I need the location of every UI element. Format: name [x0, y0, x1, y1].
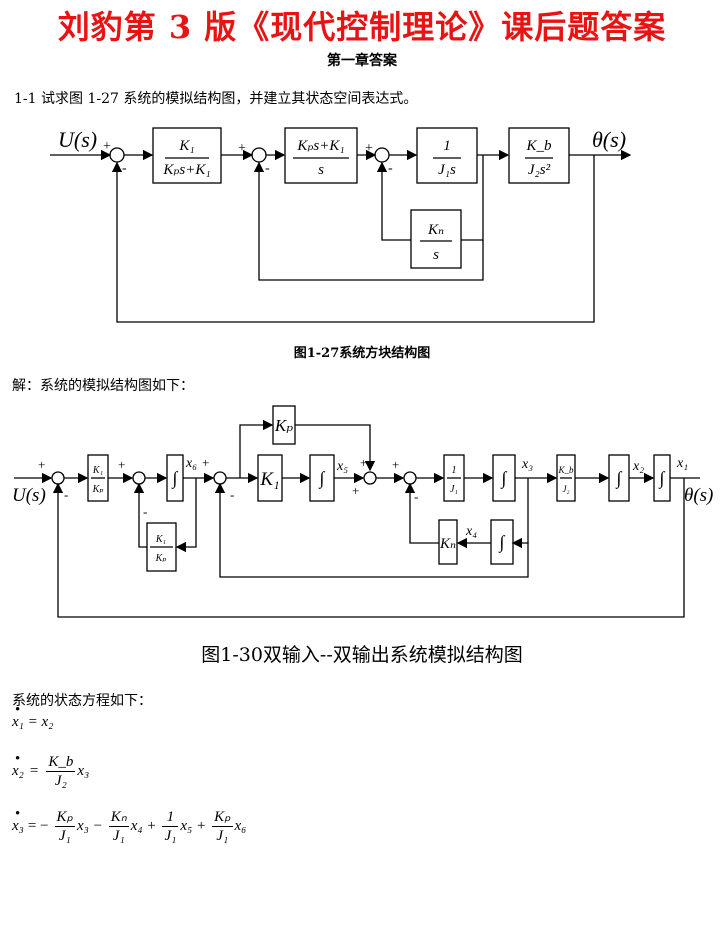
eq2-denominator: J₂: [54, 773, 67, 789]
dot-mark: •: [15, 806, 21, 822]
eq3-f1-numerator: Kₚ: [54, 809, 75, 827]
gain-k1: K₁: [259, 469, 279, 490]
integrator-4: ∫: [616, 468, 623, 489]
gain4-denominator: J₂: [562, 484, 569, 494]
integrator-1: ∫: [172, 468, 179, 489]
eq3-fraction-4: Kₚ J₁: [212, 808, 233, 845]
sum3-plus: +: [365, 141, 373, 156]
s1-minus: -: [64, 487, 68, 502]
problem-statement: 1-1 试求图 1-27 系统的模拟结构图，并建立其状态空间表达式。: [14, 91, 418, 107]
state-equation-1: • x₁ = x₂: [12, 702, 54, 731]
s2-plus: +: [118, 457, 125, 472]
eq3-equals: = −: [27, 818, 49, 834]
eq3-fraction-2: Kₙ J₁: [108, 808, 129, 845]
eq3-term-4: x₆: [234, 818, 247, 834]
gain-kp: Kₚ: [274, 416, 293, 435]
integrator-3: ∫: [501, 468, 508, 489]
input-label-2: U(s): [12, 485, 46, 506]
block4-numerator: K_b: [525, 138, 552, 154]
gain3-numerator: 1: [452, 465, 457, 476]
eq3-term-3: x₅ +: [180, 818, 207, 834]
gain4-numerator: K_b: [557, 465, 574, 475]
eq2-lhs: x₂: [12, 763, 24, 779]
block1-numerator: K₁: [178, 138, 194, 154]
block5-denominator: s: [433, 247, 439, 263]
s2-minus: -: [143, 504, 147, 519]
sum3-minus: -: [388, 161, 393, 176]
dot-mark: •: [15, 702, 21, 718]
chapter-heading: 第一章答案: [327, 53, 397, 69]
document-title: 刘豹第 3 版《现代控制理论》课后题答案: [57, 8, 667, 46]
sum1-minus: -: [122, 161, 127, 176]
integrator-5: ∫: [659, 468, 666, 489]
solution-intro: 解：系统的模拟结构图如下：: [12, 378, 194, 394]
eq3-fraction-1: Kₚ J₁: [54, 808, 75, 845]
s3-minus: -: [230, 487, 234, 502]
eq3-term-2: x₄ +: [130, 818, 157, 834]
s5-minus: -: [414, 489, 418, 504]
eq3-f2-numerator: Kₙ: [108, 809, 129, 827]
eq3-fraction-3: 1 J₁: [162, 808, 179, 845]
eq3-f3-denominator: J₁: [164, 828, 177, 844]
state-x3: x₃: [521, 457, 533, 472]
eq3-lhs: x₃: [12, 818, 24, 834]
state-x5: x₅: [336, 459, 348, 474]
eq2-numerator: K_b: [46, 754, 76, 772]
s5-plus: +: [392, 457, 399, 472]
sum2-plus: +: [238, 141, 246, 156]
block4-denominator: J₂s²: [528, 162, 551, 178]
eq2-equals: =: [29, 763, 39, 779]
block2-numerator: Kₚs+K₁: [296, 138, 344, 154]
gain2-numerator: K₁: [155, 534, 166, 545]
gain-kn: Kₙ: [439, 536, 456, 552]
s1-plus: +: [38, 457, 45, 472]
s3-plus: +: [202, 455, 209, 470]
figure-1-27-caption: 图1-27系统方块结构图: [293, 346, 431, 361]
state-equation-3: • x₃ = − Kₚ J₁ x₃ − Kₙ J₁ x₄ + 1 J₁ x₅ +…: [12, 806, 247, 845]
figure-1-30-simulation-diagram: U(s) θ(s) + - + - + - + + + - K₁ Kₚ K₁ K…: [12, 405, 713, 618]
eq3-f4-denominator: J₁: [216, 828, 229, 844]
eq3-f3-numerator: 1: [162, 808, 179, 827]
figure-1-30-caption: 图1-30双输入--双输出系统模拟结构图: [201, 644, 523, 666]
eq1-lhs: x₁: [12, 714, 24, 730]
eq3-f2-denominator: J₁: [112, 828, 125, 844]
eq3-f1-denominator: J₁: [58, 828, 71, 844]
gain1-denominator: Kₚ: [92, 484, 104, 495]
block3-denominator: J₁s: [438, 162, 456, 178]
integrator-6: ∫: [499, 532, 506, 553]
gain2-denominator: Kₚ: [155, 553, 167, 564]
s4-plus-bottom: +: [352, 483, 359, 498]
input-label: U(s): [58, 127, 97, 152]
state-equation-2: • x₂ = K_b J₂ x₃: [12, 751, 90, 790]
output-label-2: θ(s): [684, 485, 713, 506]
block2-denominator: s: [318, 162, 324, 178]
integrator-2: ∫: [319, 468, 326, 489]
sum1-plus: +: [103, 139, 111, 154]
gain3-denominator: J₁: [450, 484, 458, 495]
state-x6: x₆: [185, 456, 197, 471]
block3-numerator: 1: [443, 138, 451, 154]
eq1-rhs: = x₂: [27, 714, 54, 730]
block1-denominator: Kₚs+K₁: [162, 162, 210, 178]
output-label: θ(s): [592, 127, 626, 152]
state-x2: x₂: [632, 459, 644, 474]
equations-intro: 系统的状态方程如下：: [12, 693, 152, 709]
figure-1-27-block-diagram: U(s) θ(s) + - + - + - K₁ Kₚs+K₁ Kₚs+K₁ s…: [50, 127, 632, 323]
eq2-fraction: K_b J₂: [46, 753, 76, 790]
state-x4: x₄: [465, 524, 477, 539]
eq2-tail: x₃: [77, 763, 90, 779]
gain1-numerator: K₁: [92, 465, 103, 476]
sum2-minus: -: [265, 161, 270, 176]
block5-numerator: Kₙ: [427, 222, 444, 238]
eq3-f4-numerator: Kₚ: [212, 809, 233, 827]
eq3-term-1: x₃ −: [76, 818, 103, 834]
state-x1: x₁: [676, 456, 688, 471]
s4-plus-top: +: [360, 455, 367, 470]
dot-mark: •: [15, 751, 21, 767]
